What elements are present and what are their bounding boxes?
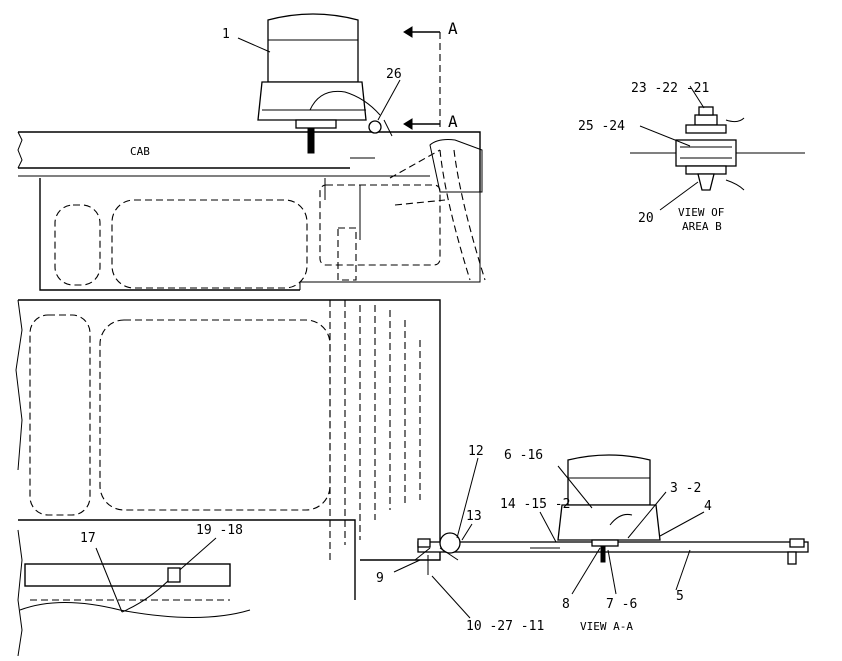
callout-7-6: 7 -6 xyxy=(606,597,637,612)
beacon-lamp-main xyxy=(257,13,393,154)
callout-1: 1 xyxy=(222,27,230,42)
section-marker-a-top: A xyxy=(448,19,458,38)
callout-8: 8 xyxy=(562,597,570,612)
callout-6-16: 6 -16 xyxy=(504,448,543,463)
callout-19-18: 19 -18 xyxy=(196,523,243,538)
callout-labels: 1 26 23 -22 -21 25 -24 20 17 19 -18 12 6… xyxy=(80,27,712,634)
cab-label: CAB xyxy=(130,145,150,158)
callout-25-24: 25 -24 xyxy=(578,119,625,134)
section-cut-markers: A A xyxy=(403,19,458,131)
callout-5: 5 xyxy=(676,589,684,604)
callout-3-2: 3 -2 xyxy=(670,481,701,496)
callout-4: 4 xyxy=(704,499,712,514)
view-aa-detail: VIEW A-A xyxy=(414,454,809,633)
section-marker-a-bottom: A xyxy=(448,112,458,131)
callout-14-15-2: 14 -15 -2 xyxy=(500,497,570,512)
view-area-b-detail: VIEW OF AREA B xyxy=(630,85,805,233)
leader-lines xyxy=(95,37,705,619)
callout-13: 13 xyxy=(466,509,482,524)
callout-26: 26 xyxy=(386,67,402,82)
cab-structure xyxy=(15,131,486,657)
callout-17: 17 xyxy=(80,531,96,546)
view-area-b-caption-line2: AREA B xyxy=(682,220,722,233)
callout-12: 12 xyxy=(468,444,484,459)
callout-9: 9 xyxy=(376,571,384,586)
callout-10-27-11: 10 -27 -11 xyxy=(466,619,544,634)
view-area-b-caption-line1: VIEW OF xyxy=(678,206,724,219)
view-aa-caption: VIEW A-A xyxy=(580,620,633,633)
callout-23-22-21: 23 -22 -21 xyxy=(631,81,709,96)
callout-20: 20 xyxy=(638,211,654,226)
